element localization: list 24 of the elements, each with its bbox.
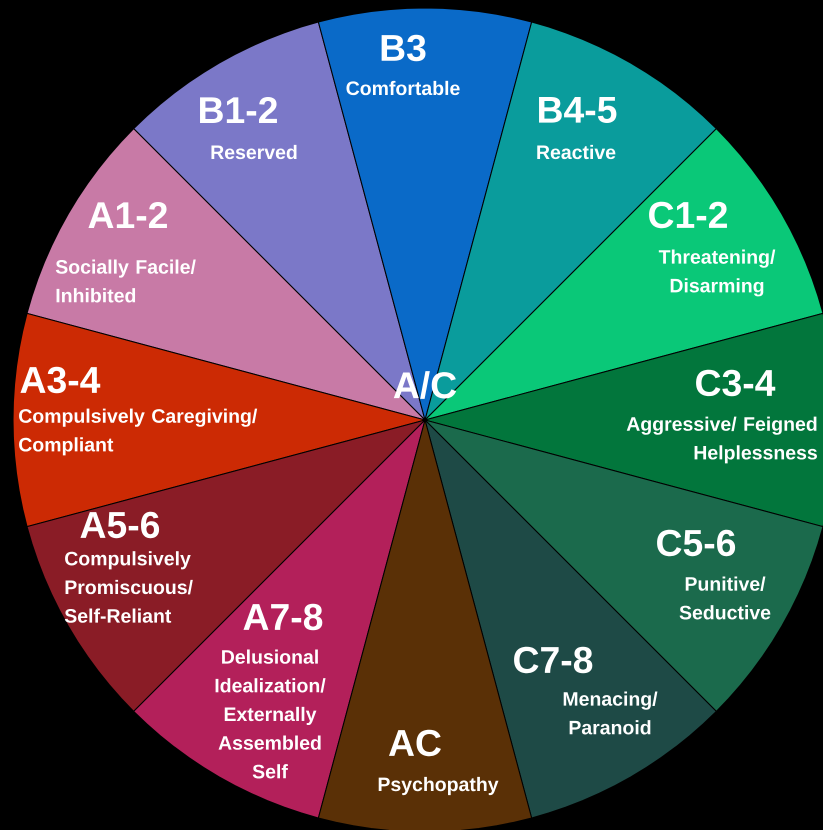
sector-code: A1-2 [88, 202, 167, 228]
sector-label: Punitive/ Seductive [680, 576, 770, 620]
sector-label: Aggressive/ Feigned Helplessness [626, 416, 817, 464]
sector-code: C1-2 [649, 202, 727, 228]
sector-label: Reserved [211, 144, 297, 160]
sector-code: B4-5 [539, 96, 616, 123]
sector-label: Compulsively Caregiving/ Compliant [19, 408, 258, 456]
sector-code: B1-2 [200, 96, 277, 124]
sector-code: A5-6 [80, 512, 160, 538]
sector-code: AC [388, 730, 441, 756]
sector-label: Menacing/ Paranoid [564, 692, 658, 734]
sector-label: Comfortable [346, 80, 460, 96]
sector-label: Delusional Idealization/ Externally Assembled Self [216, 650, 326, 778]
sector-label: Threatening/ Disarming [658, 250, 776, 296]
sector-label: Psychopathy [378, 776, 498, 796]
sector-label: Socially Facile/ Inhibited [56, 260, 196, 302]
sector-code: B3 [382, 34, 426, 62]
sector-label: Reactive [537, 144, 616, 160]
sector-code: A7-8 [243, 604, 322, 630]
sector-code: C5-6 [657, 530, 736, 556]
sector-code: C7-8 [514, 646, 592, 674]
sector-label: Compulsively Promiscuous/ Self-Reliant [64, 551, 193, 623]
sector-code: C3-4 [696, 370, 776, 396]
sector-code: A3-4 [20, 366, 100, 394]
